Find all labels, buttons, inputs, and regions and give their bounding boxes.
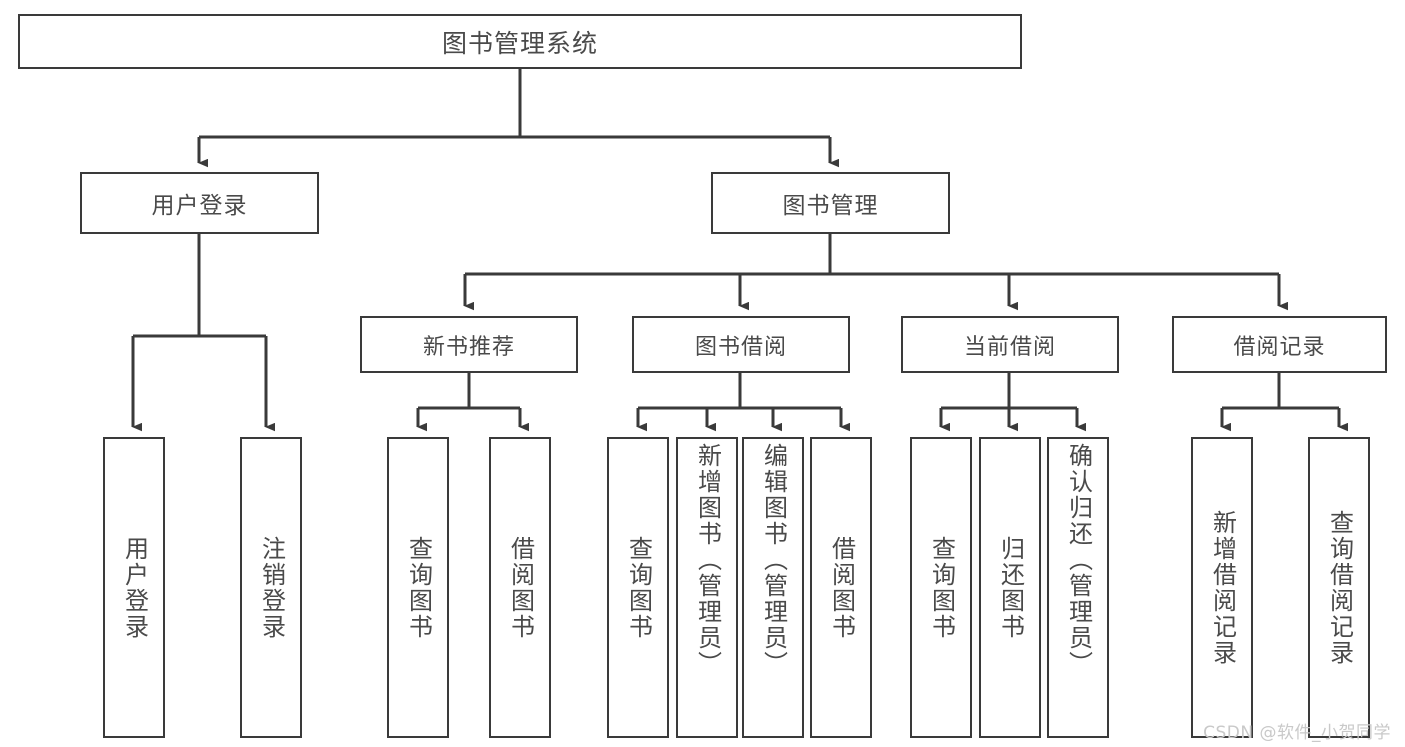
leaf-label: 确认归还（管理员）	[1064, 443, 1093, 677]
node-book-borrow[interactable]: 图书借阅	[632, 316, 850, 373]
node-label: 图书管理系统	[441, 28, 598, 58]
leaf-label: 借阅图书	[506, 535, 535, 640]
leaf-label: 查询借阅记录	[1325, 509, 1354, 666]
leaf-query-book-recommend[interactable]: 查询图书	[387, 437, 449, 738]
leaf-return-book[interactable]: 归还图书	[979, 437, 1041, 738]
leaf-add-borrow-record[interactable]: 新增借阅记录	[1191, 437, 1253, 738]
leaf-borrow-book-recommend[interactable]: 借阅图书	[489, 437, 551, 738]
node-label: 用户登录	[151, 193, 248, 219]
leaf-user-login[interactable]: 用户登录	[103, 437, 165, 738]
leaf-label: 查询图书	[624, 535, 653, 640]
node-new-book-recommend[interactable]: 新书推荐	[360, 316, 578, 373]
node-root-system[interactable]: 图书管理系统	[18, 14, 1022, 69]
node-label: 图书借阅	[694, 334, 787, 360]
leaf-label: 查询图书	[927, 535, 956, 640]
leaf-label: 用户登录	[120, 535, 149, 640]
leaf-edit-book-admin[interactable]: 编辑图书（管理员）	[742, 437, 804, 738]
leaf-label: 新增图书（管理员）	[693, 443, 722, 677]
leaf-confirm-return-admin[interactable]: 确认归还（管理员）	[1047, 437, 1109, 738]
node-label: 当前借阅	[963, 334, 1056, 360]
leaf-label: 新增借阅记录	[1208, 509, 1237, 666]
csdn-watermark: CSDN @软件_小贺同学	[1203, 723, 1391, 743]
leaf-logout[interactable]: 注销登录	[240, 437, 302, 738]
node-borrow-record[interactable]: 借阅记录	[1172, 316, 1387, 373]
node-label: 新书推荐	[422, 334, 515, 360]
node-user-login[interactable]: 用户登录	[80, 172, 319, 234]
node-book-manage[interactable]: 图书管理	[711, 172, 950, 234]
node-label: 借阅记录	[1233, 334, 1326, 360]
leaf-add-book-admin[interactable]: 新增图书（管理员）	[676, 437, 738, 738]
node-label: 图书管理	[782, 193, 879, 219]
leaf-label: 查询图书	[404, 535, 433, 640]
leaf-query-borrow-record[interactable]: 查询借阅记录	[1308, 437, 1370, 738]
leaf-label: 归还图书	[996, 535, 1025, 640]
node-current-borrow[interactable]: 当前借阅	[901, 316, 1119, 373]
leaf-label: 编辑图书（管理员）	[759, 443, 788, 677]
leaf-query-book-borrow[interactable]: 查询图书	[607, 437, 669, 738]
leaf-borrow-book-borrow[interactable]: 借阅图书	[810, 437, 872, 738]
leaf-label: 注销登录	[257, 535, 286, 640]
leaf-query-book-current[interactable]: 查询图书	[910, 437, 972, 738]
leaf-label: 借阅图书	[827, 535, 856, 640]
